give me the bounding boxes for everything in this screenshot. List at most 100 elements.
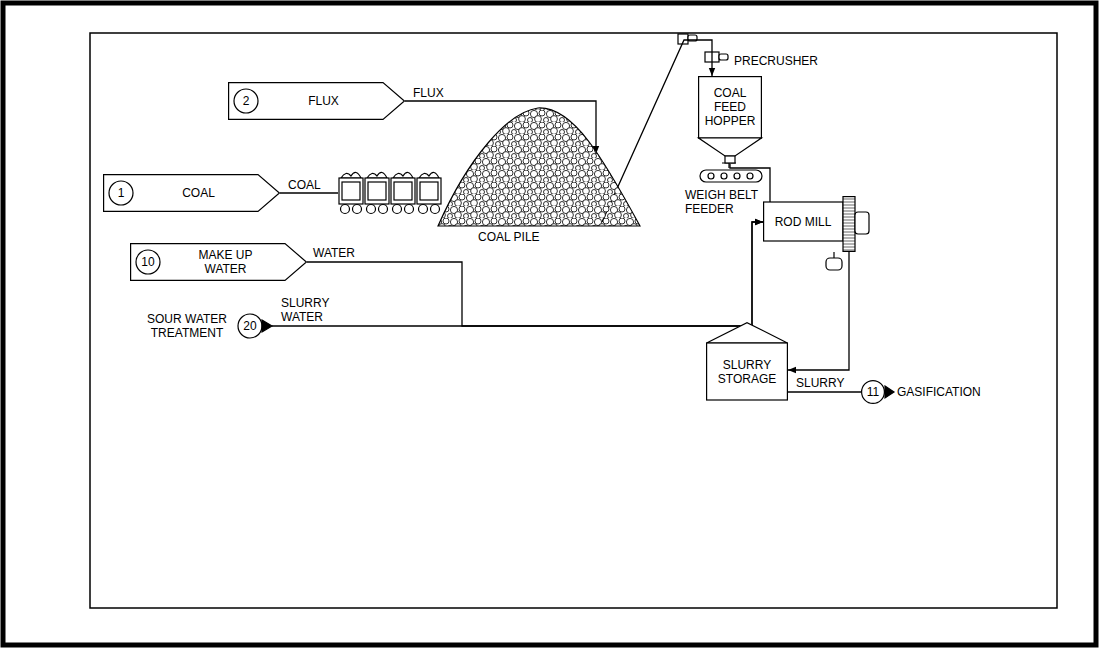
node-label: MAKE UP WATER — [195, 248, 257, 276]
gear-tooth — [843, 223, 855, 224]
coal-load — [393, 172, 413, 178]
stream-label: FLUX — [412, 86, 445, 100]
mill-motor — [855, 212, 869, 234]
callout-number: 11 — [861, 385, 885, 399]
precrusher-symbol — [705, 52, 728, 62]
car-panel — [368, 182, 386, 200]
flow-triangle — [262, 320, 272, 332]
car-panel — [420, 182, 438, 200]
node-label: ROD MILL — [775, 215, 832, 229]
rod-mill: ROD MILL — [763, 196, 871, 252]
gear-tooth — [843, 244, 855, 245]
number-circle — [238, 314, 262, 338]
node-label: COAL FEED HOPPER — [700, 86, 760, 128]
source-tag: 10 MAKE UP WATER — [130, 243, 307, 281]
gear-tooth — [843, 211, 855, 212]
flow-line — [307, 222, 763, 326]
node-label: GASIFICATION — [897, 385, 981, 399]
offpage-connector: SOUR WATER TREATMENT 20 — [140, 300, 272, 352]
coal-load — [367, 172, 387, 178]
node-label: COAL PILE — [478, 230, 540, 244]
wheel — [353, 205, 362, 214]
flow-line — [788, 391, 861, 392]
gear-tooth — [843, 232, 855, 233]
callout-number: 2 — [234, 94, 258, 108]
node-label: FLUX — [308, 94, 339, 108]
coal-pile: COAL PILE — [338, 98, 640, 248]
tag-outline — [104, 175, 280, 212]
number-circle — [234, 89, 258, 113]
tank-roof — [707, 323, 788, 343]
coal-load — [419, 172, 439, 178]
coal-load — [341, 172, 361, 178]
stream-label: SLURRY WATER — [280, 296, 338, 324]
outer-border — [3, 3, 1096, 645]
rail-car — [365, 178, 389, 204]
car-panel — [342, 182, 360, 200]
car-panel — [394, 182, 412, 200]
feed-hopper: COAL FEED HOPPER — [698, 76, 762, 164]
source-tag: 1 COAL — [103, 174, 280, 212]
equipment-label: WEIGH BELT FEEDER — [685, 188, 761, 216]
flow-line — [788, 252, 849, 370]
gear-tooth — [843, 247, 855, 248]
stream-label: COAL — [287, 178, 322, 192]
wheel — [367, 205, 376, 214]
tank-body — [707, 343, 788, 400]
callout-number: 20 — [238, 319, 262, 333]
wheel — [393, 205, 402, 214]
number-circle — [136, 250, 160, 274]
gear-tooth — [843, 217, 855, 218]
flow-triangle — [885, 386, 894, 398]
tag-outline — [229, 83, 405, 120]
stream-label: WATER — [312, 246, 356, 260]
number-circle — [862, 381, 885, 404]
inner-border — [90, 33, 1057, 608]
gear-tooth — [843, 214, 855, 215]
gear-tooth — [843, 208, 855, 209]
gear-tooth — [843, 205, 855, 206]
rail-car — [417, 178, 441, 204]
hopper-outlet — [725, 156, 735, 163]
gear-tooth — [843, 238, 855, 239]
gear-tooth — [843, 226, 855, 227]
tag-outline — [131, 244, 307, 281]
gear-tooth — [843, 220, 855, 221]
hopper-bin — [699, 77, 762, 138]
gear-tooth — [843, 235, 855, 236]
mill-gear — [843, 197, 855, 252]
node-label: SOUR WATER TREATMENT — [140, 312, 234, 340]
wheel — [341, 205, 350, 214]
conveyor-head — [678, 34, 697, 44]
callout-number: 1 — [109, 186, 133, 200]
source-tag: 2 FLUX — [228, 82, 405, 120]
slurry-tank: SLURRY STORAGE — [706, 322, 788, 402]
wheel — [419, 205, 428, 214]
node-outline — [338, 98, 640, 248]
node-label: SLURRY STORAGE — [708, 358, 786, 386]
rail-car — [339, 178, 363, 204]
rail-car — [391, 178, 415, 204]
mill-drum — [764, 202, 843, 241]
mill-motor — [826, 252, 842, 270]
gear-tooth — [843, 241, 855, 242]
hopper-cone — [699, 138, 762, 156]
pile-outline — [438, 108, 640, 226]
number-circle — [109, 181, 133, 205]
equipment-label: PRECRUSHER — [734, 54, 818, 68]
wheel — [431, 205, 440, 214]
callout-number: 10 — [136, 255, 160, 269]
gear-tooth — [843, 202, 855, 203]
gear-tooth — [843, 229, 855, 230]
gear-tooth — [843, 250, 855, 251]
flow-line — [280, 192, 338, 193]
stream-label: SLURRY — [795, 376, 845, 390]
wheel — [379, 205, 388, 214]
flow-line — [272, 222, 763, 326]
offpage-connector: 11 GASIFICATION — [861, 380, 985, 404]
wheel — [405, 205, 414, 214]
gear-tooth — [843, 199, 855, 200]
node-label: COAL — [182, 186, 215, 200]
